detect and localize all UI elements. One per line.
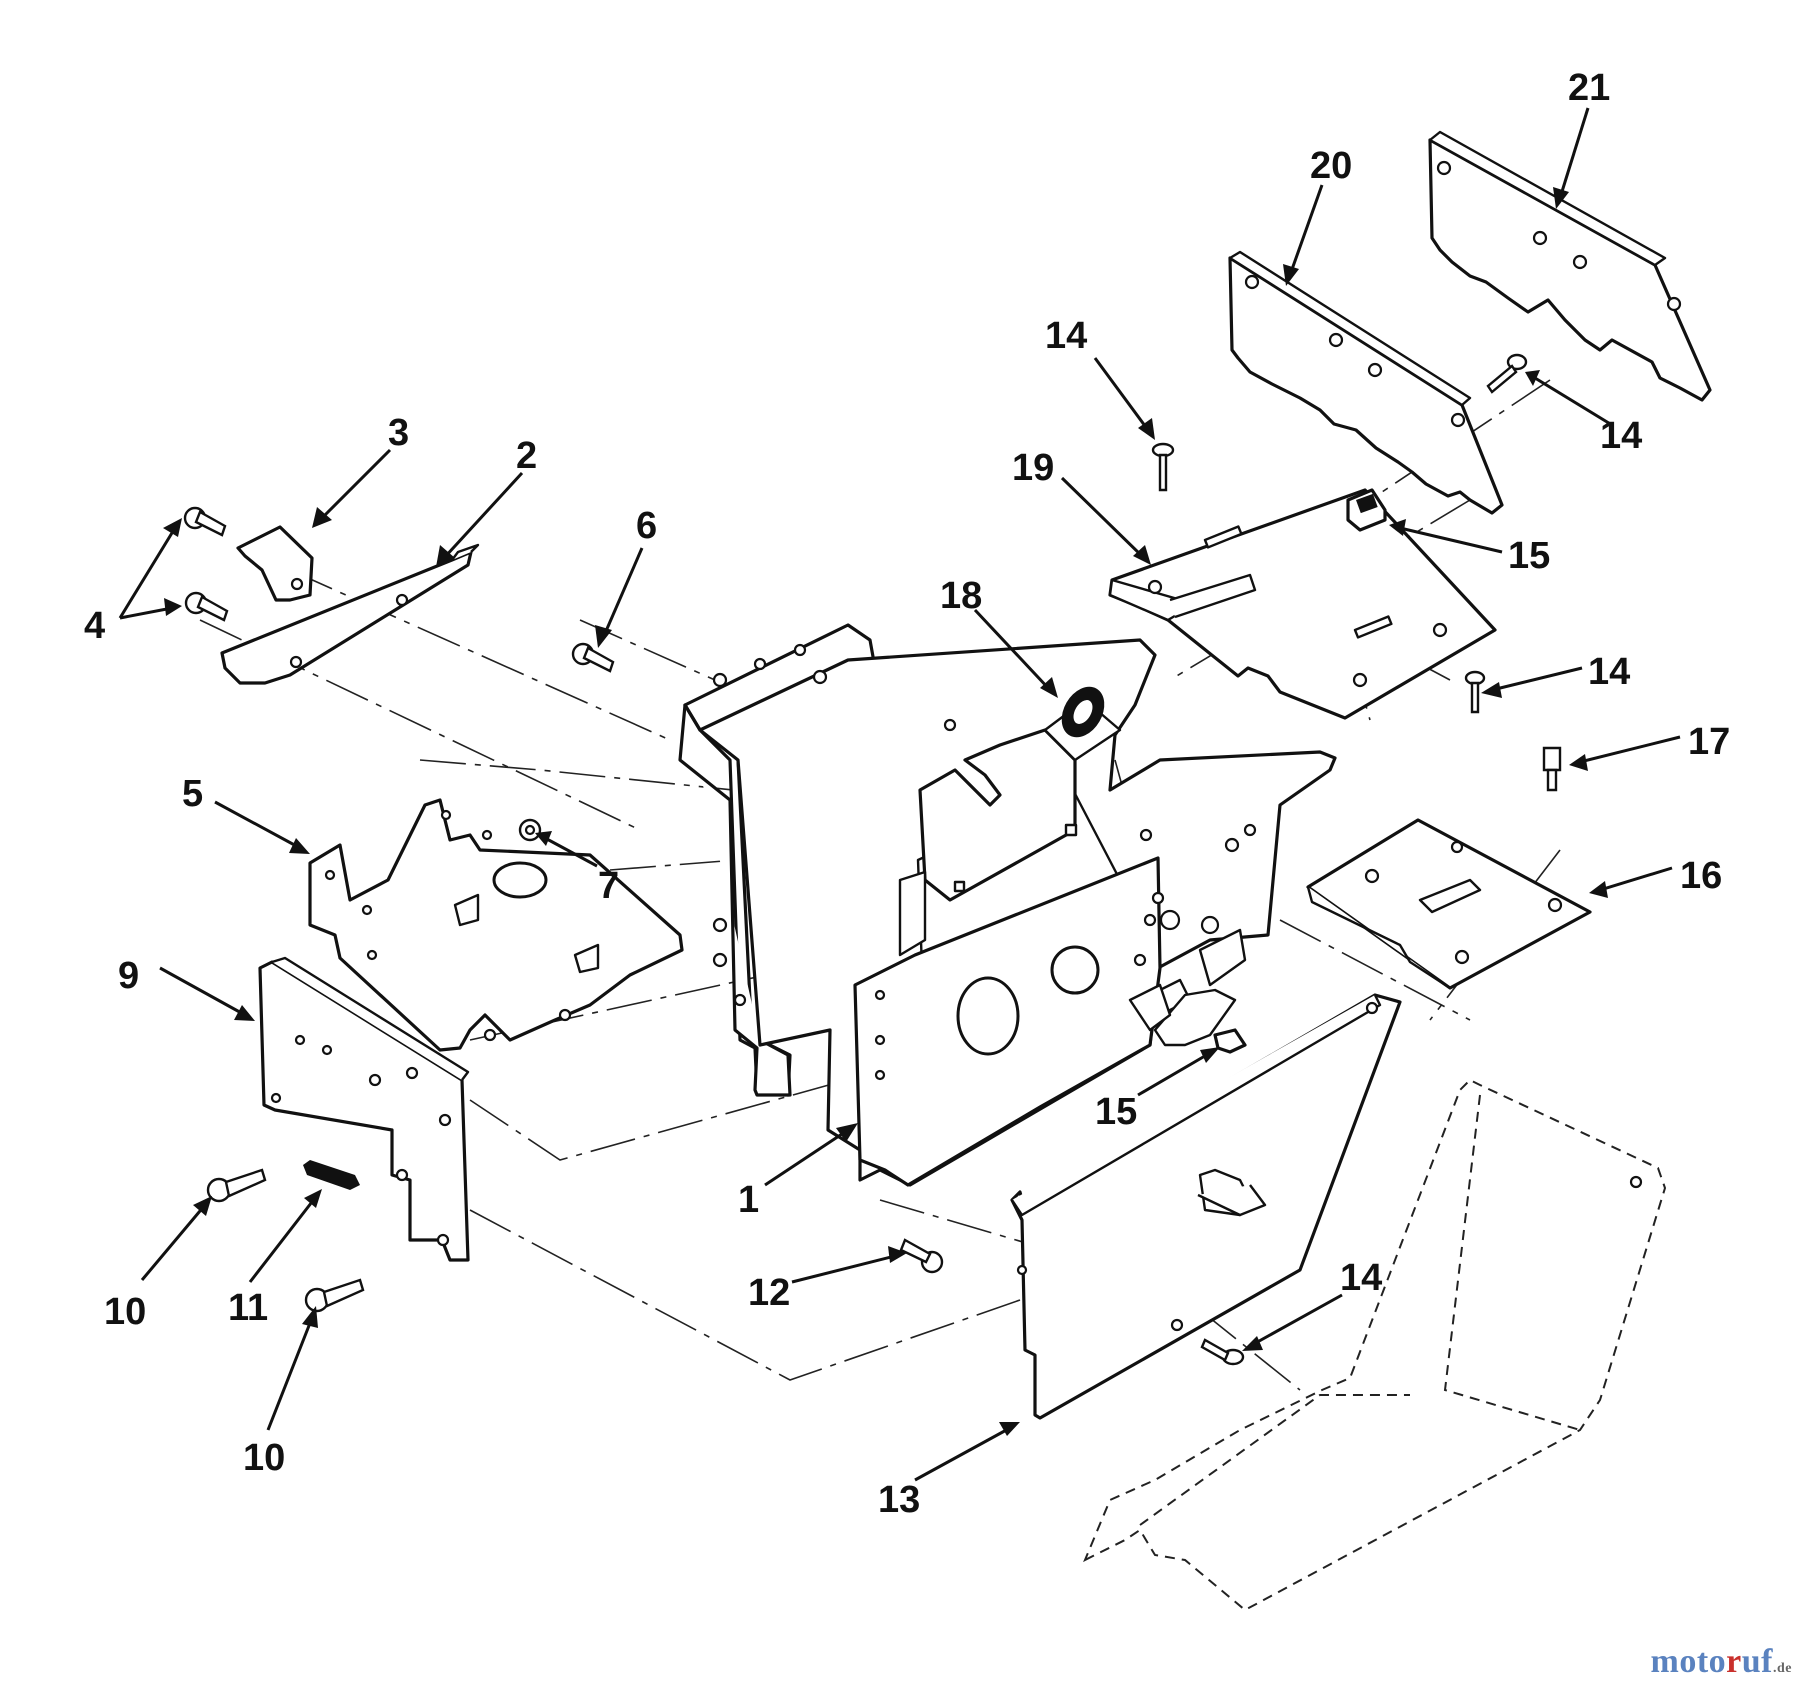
- callout-18: 18: [940, 575, 982, 617]
- part-14-screw-bottom: [1200, 1338, 1245, 1366]
- callout-15-upper: 15: [1508, 535, 1550, 577]
- watermark-part-moto: moto: [1650, 1643, 1727, 1680]
- part-15-upper-clip: [1346, 488, 1387, 532]
- part-17-bolt: [1542, 746, 1562, 792]
- callout-19: 19: [1012, 447, 1054, 489]
- callout-2: 2: [516, 435, 537, 477]
- callout-16: 16: [1680, 855, 1722, 897]
- part-11-strip: [303, 1160, 360, 1190]
- part-4-bolt-upper: [183, 506, 227, 537]
- callout-21: 21: [1568, 67, 1610, 109]
- part-1-main-frame: [678, 623, 1337, 1187]
- part-3-clip: [236, 525, 314, 602]
- callout-20: 20: [1310, 145, 1352, 187]
- callout-labels: 1 2 3 4 5 6 7 9 10 10 11 12 13 14 14 14 …: [84, 67, 1730, 1521]
- watermark-logo: motoruf.de: [1651, 1643, 1792, 1681]
- callout-9: 9: [118, 955, 139, 997]
- callout-17: 17: [1688, 721, 1730, 763]
- part-21-plate: [1428, 130, 1712, 402]
- callout-5: 5: [182, 773, 203, 815]
- dashed-guard-panel: [1083, 1078, 1667, 1612]
- callout-3: 3: [388, 412, 409, 454]
- part-20-plate: [1228, 250, 1504, 515]
- watermark-part-de: .de: [1773, 1661, 1792, 1676]
- callout-14-top: 14: [1045, 315, 1087, 357]
- part-9-side-plate: [258, 956, 470, 1262]
- part-10-bolt-upper: [206, 1168, 267, 1203]
- callout-1: 1: [738, 1179, 759, 1221]
- callout-7: 7: [598, 865, 619, 907]
- part-13-cover-plate: [1010, 993, 1402, 1420]
- part-14-screw-mid: [1464, 670, 1486, 714]
- callout-10-lower: 10: [243, 1437, 285, 1479]
- part-19-plate: [1108, 488, 1497, 720]
- part-10-bolt-lower: [304, 1278, 365, 1313]
- watermark-part-uf: uf: [1741, 1643, 1773, 1680]
- part-4-bolt-lower: [184, 591, 229, 622]
- callout-14-mid: 14: [1588, 651, 1630, 693]
- part-14-screw-right: [1486, 353, 1528, 394]
- watermark-part-r: r: [1726, 1643, 1742, 1680]
- callout-4: 4: [84, 605, 105, 647]
- part-15-lower-clip: [1213, 1028, 1247, 1054]
- fasteners: [183, 353, 1562, 1366]
- part-16-plate: [1306, 818, 1592, 990]
- part-6-bolt: [571, 642, 615, 673]
- callout-10-upper: 10: [104, 1291, 146, 1333]
- callout-6: 6: [636, 505, 657, 547]
- part-7-nut: [518, 818, 542, 842]
- part-18-knob: [1061, 686, 1105, 738]
- callout-15-lower: 15: [1095, 1091, 1137, 1133]
- part-14-screw-top: [1151, 442, 1175, 492]
- part-12-bolt: [899, 1238, 944, 1274]
- callout-12: 12: [748, 1272, 790, 1314]
- callout-14-right: 14: [1600, 415, 1642, 457]
- callout-14-bottom: 14: [1340, 1257, 1382, 1299]
- part-2-angle-bracket: [220, 543, 480, 685]
- leader-lines: [118, 107, 1681, 1482]
- callout-11: 11: [228, 1287, 268, 1329]
- callout-13: 13: [878, 1479, 920, 1521]
